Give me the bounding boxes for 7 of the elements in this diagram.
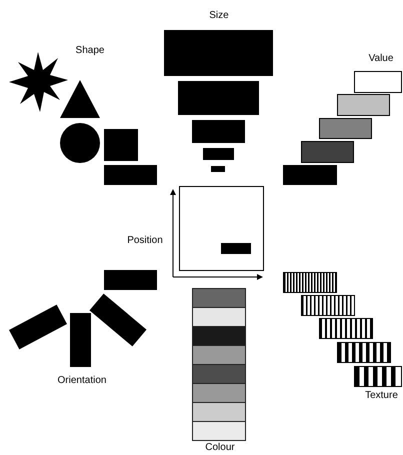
variable-label: Size <box>208 10 230 22</box>
variable-label: Orientation <box>56 375 108 387</box>
variable-label: Texture <box>364 390 399 402</box>
variable-label: Value <box>368 53 394 65</box>
variable-label: Colour <box>204 442 236 454</box>
variable-label: Shape <box>74 45 106 57</box>
variable-label: Position <box>126 235 164 247</box>
